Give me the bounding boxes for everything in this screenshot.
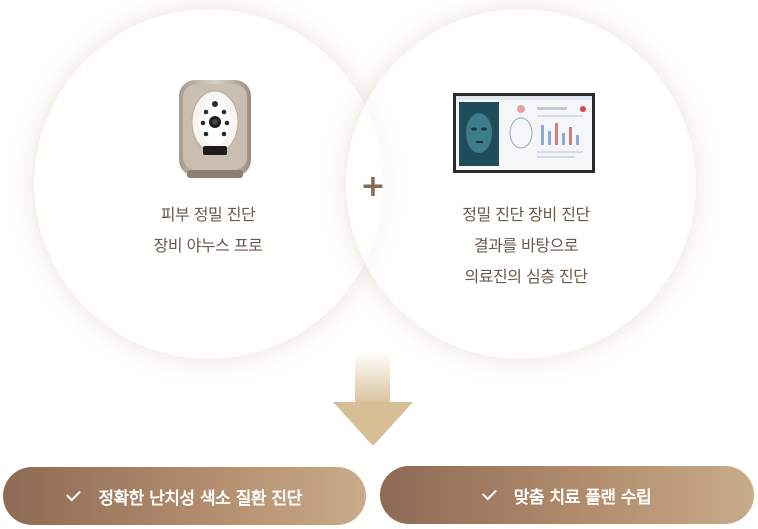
skin-analyzer-device-image xyxy=(179,80,251,178)
down-arrow-icon xyxy=(333,402,413,446)
diagnosis-caption-line2: 결과를 바탕으로 xyxy=(473,236,579,255)
device-caption-line2: 장비 야누스 프로 xyxy=(153,236,263,255)
right-circle-panel xyxy=(345,8,697,360)
plus-icon: + xyxy=(360,169,386,204)
result-pill-label: 맞춤 치료 플랜 수립 xyxy=(513,487,652,508)
device-caption: 피부 정밀 진단 장비 야누스 프로 xyxy=(108,199,308,261)
result-pill-diagnosis: 정확한 난치성 색소 질환 진단 xyxy=(3,467,366,525)
diagnosis-caption-line3: 의료진의 심층 진단 xyxy=(464,267,588,286)
result-pill-treatment-plan: 맞춤 치료 플랜 수립 xyxy=(380,466,754,524)
device-caption-line1: 피부 정밀 진단 xyxy=(160,205,256,224)
diagnosis-caption: 정밀 진단 장비 진단 결과를 바탕으로 의료진의 심층 진단 xyxy=(426,199,626,292)
down-arrow-shaft xyxy=(355,352,390,407)
left-circle-panel xyxy=(33,8,385,360)
check-icon xyxy=(481,485,497,501)
result-pill-label: 정확한 난치성 색소 질환 진단 xyxy=(98,488,302,509)
diagnosis-result-monitor-image xyxy=(453,93,595,173)
check-icon xyxy=(66,486,82,502)
diagnosis-caption-line1: 정밀 진단 장비 진단 xyxy=(462,205,590,224)
